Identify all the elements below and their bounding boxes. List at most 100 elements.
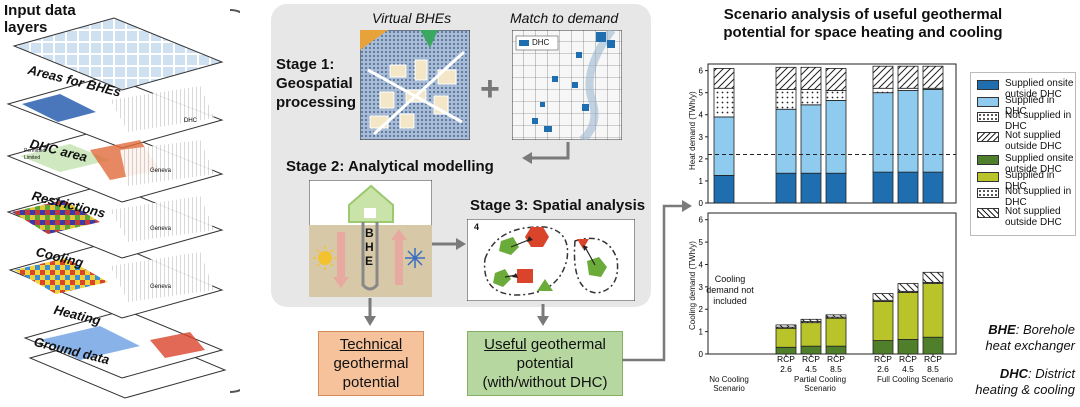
- heat-tick-label: 1: [699, 177, 704, 186]
- heat-bar-2-series-3: [800, 66, 822, 90]
- stage1-line1: Stage 1:: [276, 56, 335, 73]
- cool-tick-label: 1: [699, 328, 704, 337]
- cool-bar-1-series-0: [775, 346, 797, 355]
- heat-bar-0-series-3: [713, 68, 735, 89]
- heat-bar-1-series-1: [775, 108, 797, 174]
- stage1-line3: processing: [276, 94, 357, 111]
- scenario-bar-chart: 01234560123456RCP2.6RCP4.5RCP8.5RCP2.6RC…: [699, 63, 957, 374]
- technical-line1: Technical: [339, 336, 403, 353]
- cool-bar-3-series-3: [825, 314, 847, 318]
- category-label-6: RCP: [924, 354, 942, 364]
- category-label-2: 4.5: [805, 364, 817, 374]
- cool-tick-label: 4: [699, 260, 704, 269]
- cool-bar-5-series-3: [897, 283, 919, 292]
- useful-line1: Useful geothermal: [468, 332, 622, 354]
- heat-tick-label: 2: [699, 155, 704, 164]
- technical-line3: potential: [342, 374, 400, 391]
- category-label-4: 2.6: [877, 364, 889, 374]
- legend-swatch-1: [977, 97, 999, 107]
- cool-bar-4-series-3: [872, 293, 894, 301]
- category-label-3: 8.5: [830, 364, 842, 374]
- cool-bar-6-series-3: [922, 271, 944, 283]
- heat-bar-2-series-2: [800, 88, 822, 106]
- cool-bar-5-series-0: [897, 339, 919, 355]
- category-label-5: RCP: [899, 354, 917, 364]
- map-label-permitted: Permitted: [24, 148, 46, 154]
- heat-bar-0-series-0: [713, 175, 735, 204]
- legend-swatch-2: [977, 112, 999, 122]
- useful-potential-box: Useful geothermal potential (with/withou…: [467, 331, 623, 396]
- dhc-abbr: DHC: [999, 366, 1029, 381]
- category-label-3: RCP: [827, 354, 845, 364]
- useful-line3: (with/without DHC): [482, 374, 608, 391]
- technical-potential-box: Technical geothermal potential: [318, 331, 424, 396]
- stage1-label: Stage 1: Geospatial processing: [276, 55, 356, 112]
- cool-bar-2-series-1: [800, 322, 822, 347]
- bhe-letter-e: E: [365, 254, 374, 268]
- cool-bar-1-series-1: [775, 327, 797, 348]
- legend-label-5: Supplied in DHC: [1005, 170, 1055, 192]
- heat-bar-0-series-2: [713, 87, 735, 118]
- output-arrows: [364, 298, 549, 326]
- heat-tick-label: 6: [699, 67, 704, 76]
- category-label-5: 4.5: [902, 364, 914, 374]
- heat-tick-label: 5: [699, 89, 704, 98]
- heat-tick-label: 4: [699, 111, 704, 120]
- legend-swatch-0: [977, 80, 999, 90]
- heat-bar-4-series-3: [872, 65, 894, 89]
- dhc-def-text2: heating & cooling: [975, 382, 1075, 397]
- layer-plane-areas: [12, 17, 224, 91]
- heat-bar-3-series-0: [825, 172, 847, 204]
- heat-bar-0-series-1: [713, 116, 735, 176]
- stage1-to-stage2-arrow: [522, 142, 570, 164]
- cool-tick-label: 2: [699, 305, 704, 314]
- heat-bar-1-series-2: [775, 88, 797, 110]
- map-label-geneva-1: Geneva: [150, 168, 172, 174]
- bhe-definition: BHE: Borehole heat exchanger: [967, 322, 1075, 354]
- cool-bar-4-series-1: [872, 301, 894, 341]
- cool-bar-2-series-3: [800, 318, 822, 322]
- legend-swatch-6: [977, 188, 999, 198]
- heat-bar-1-series-0: [775, 172, 797, 204]
- category-label-1: 2.6: [780, 364, 792, 374]
- legend-frame: [970, 72, 1076, 236]
- match-map-dhc-legend: DHC: [532, 38, 550, 47]
- match-demand-map: [512, 30, 622, 140]
- heat-tick-label: 0: [699, 199, 704, 208]
- legend-swatch-7: [977, 208, 999, 218]
- cool-tick-label: 6: [699, 216, 704, 225]
- stage3-number: 4: [474, 222, 480, 232]
- map-label-geneva-2: Geneva: [150, 226, 172, 232]
- cool-bar-3-series-1: [825, 317, 847, 347]
- bhe-illustration: [309, 180, 432, 297]
- cool-bar-6-series-0: [922, 336, 944, 355]
- heat-bar-4-series-2: [872, 87, 894, 94]
- heat-bar-6-series-3: [922, 65, 944, 89]
- heat-bar-6-series-1: [922, 88, 944, 173]
- stage2-label: Stage 2: Analytical modelling: [286, 158, 494, 175]
- no-cooling-note: Cooling demand not included: [706, 274, 754, 306]
- cool-bar-4-series-0: [872, 340, 894, 355]
- heat-bar-3-series-3: [825, 68, 847, 91]
- match-demand-label: Match to demand: [510, 10, 619, 26]
- category-label-4: RCP: [874, 354, 892, 364]
- useful-line1-underlined: Useful: [484, 336, 527, 353]
- cool-bar-3-series-0: [825, 345, 847, 355]
- layer-stack-graphic: [6, 9, 240, 399]
- heat-bar-5-series-1: [897, 90, 919, 173]
- chart-title: Scenario analysis of useful geothermal p…: [723, 6, 1003, 41]
- legend-swatch-3: [977, 132, 999, 142]
- bhe-def-text1: : Borehole: [1015, 322, 1075, 337]
- category-label-1: RCP: [777, 354, 795, 364]
- heat-bar-6-series-0: [922, 171, 944, 204]
- heat-bar-1-series-3: [775, 66, 797, 90]
- dhc-def-text1: : District: [1028, 366, 1075, 381]
- bhe-letters: B H E: [365, 226, 374, 268]
- cool-tick-label: 0: [699, 350, 704, 359]
- stage1-line2: Geospatial: [276, 75, 353, 92]
- virtual-bhes-map: [360, 30, 470, 140]
- map-label-limited: Limited: [24, 155, 41, 161]
- heat-bar-2-series-0: [800, 172, 822, 204]
- bhe-letter-h: H: [365, 240, 374, 254]
- heat-bar-3-series-2: [825, 90, 847, 101]
